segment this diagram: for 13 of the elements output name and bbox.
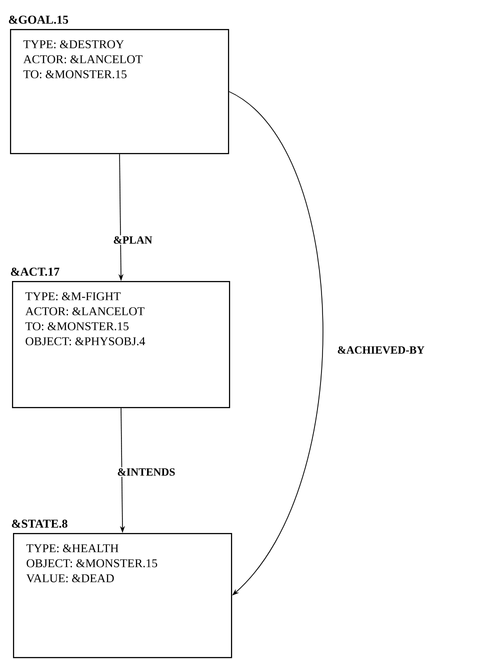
node-label: TO: &MONSTER.15 (25, 322, 129, 330)
edge-label: &ACHIEVED-BY (336, 345, 426, 355)
node-title: &ACT.17 (10, 268, 60, 276)
node-label: OBJECT: &PHYSOBJ.4 (26, 337, 146, 346)
edge-label: &INTENDS (116, 467, 176, 477)
node-title: &GOAL.15 (8, 16, 68, 24)
record-box: TYPE: &M-FIGHT ACTOR: &LANCELOT TO: &MONSTER.15 OBJECT: &PHYSOBJ.4 (12, 281, 230, 408)
record-box: TYPE: &DESTROY ACTOR: &LANCELOT TO: &MONSTER.15 (10, 29, 230, 154)
edge-label: &PLAN (112, 235, 154, 245)
node-label: TYPE: &M-FIGHT (25, 292, 121, 300)
node-label: ACTOR: &LANCELOT (25, 307, 144, 316)
record-box: TYPE: &HEALTH OBJECT: &MONSTER.15 VALUE: &DEAD (13, 533, 232, 658)
node-title: &STATE.8 (12, 520, 68, 528)
